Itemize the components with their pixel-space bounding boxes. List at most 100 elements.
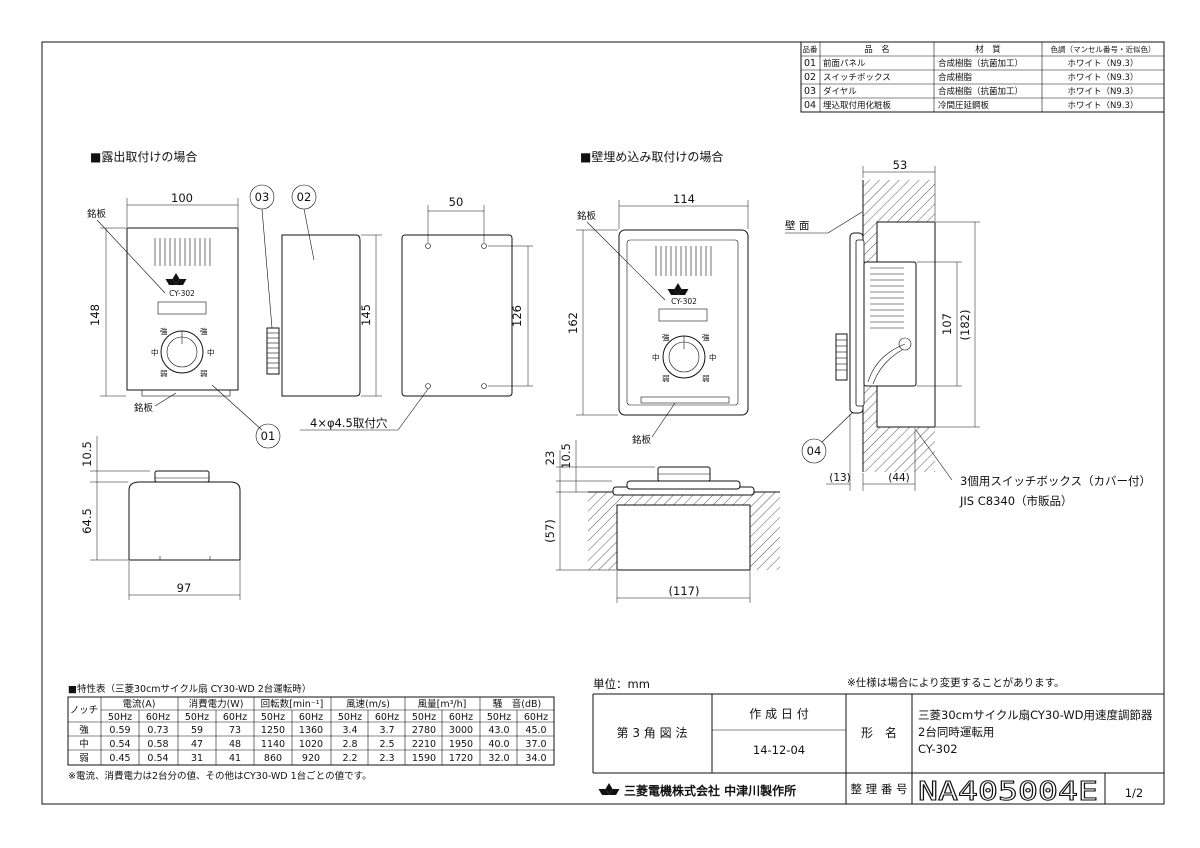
control-number: NA405004E (918, 777, 1098, 807)
spec-cell: 0.45 (109, 753, 130, 764)
spec-cell: 40.0 (488, 739, 509, 750)
dial-mark-medium: 中 (151, 347, 159, 357)
spec-cell: 32.0 (488, 753, 509, 764)
name-label: 形 名 (861, 725, 897, 740)
spec-freq-header: 60Hz (299, 712, 323, 723)
spec-freq-header: 50Hz (185, 712, 209, 723)
parts-row-name: スイッチボックス (823, 73, 891, 83)
spec-note: ※電流、消費電力は2台分の値、その他はCY30-WD 1台ごとの値です。 (68, 770, 372, 782)
spec-cell: 1020 (299, 739, 323, 750)
flush-side-section: 53 (182) 107 壁 面 04 (13) (44) 3個用スイッチボック… (785, 158, 1151, 508)
spec-group-header: 騒 音(dB) (493, 698, 541, 710)
dial-mark-weak: 弱 (200, 369, 208, 378)
parts-row-name: 埋込取付用化粧板 (823, 100, 892, 111)
flush-front-dims: 114 162 銘板 銘板 (566, 192, 749, 446)
spec-row-notch: 中 (79, 738, 89, 750)
device-model-label: CY-302 (169, 289, 195, 298)
spec-cell: 0.73 (147, 725, 168, 736)
spec-freq-header: 60Hz (146, 712, 170, 723)
spec-cell: 860 (264, 753, 282, 764)
wall-surface-label: 壁 面 (785, 219, 809, 232)
control-number-label: 整 理 番 号 (851, 782, 908, 796)
spec-group-header: 風量[m³/h] (418, 699, 467, 710)
parts-header-color: 色調（マンセル番号・近似色） (1051, 44, 1156, 54)
sheet-border (41, 41, 1165, 805)
spec-cell: 37.0 (525, 739, 546, 750)
dim-145: 145 (359, 304, 373, 326)
product-name-line1: 三菱30cmサイクル扇CY30-WD用速度調節器 (918, 708, 1153, 722)
projection-label: 第 3 角 図 法 (617, 726, 688, 740)
mitsubishi-logo-icon (165, 273, 187, 285)
product-name-line2: 2台同時運転用 (918, 725, 994, 739)
parts-row-material: 冷間圧延鋼板 (938, 100, 990, 111)
dim-107: 107 (940, 313, 954, 335)
spec-cell: 3.7 (379, 725, 394, 736)
dial-mark-medium: 中 (652, 352, 660, 362)
spec-freq-header: 50Hz (412, 712, 436, 723)
dial-mark-strong: 強 (702, 332, 710, 342)
spec-cell: 2.5 (379, 739, 394, 750)
mount-hole (425, 383, 431, 389)
parts-header-name: 品 名 (864, 44, 890, 55)
spec-cell: 2.2 (342, 753, 357, 764)
product-name-line3: CY-302 (918, 742, 958, 756)
spec-cell: 48 (229, 739, 241, 750)
spec-cell: 34.0 (525, 753, 546, 764)
creation-date: 14-12-04 (753, 743, 805, 757)
spec-notch-header: ノッチ (70, 705, 98, 716)
mitsubishi-logo-icon (598, 783, 620, 795)
dim-182: (182) (958, 310, 972, 341)
spec-freq-header: 60Hz (375, 712, 399, 723)
spec-freq-header: 50Hz (338, 712, 362, 723)
dim-10-5: 10.5 (80, 441, 94, 467)
parts-row-material: 合成樹脂（抗菌加工） (938, 86, 1023, 97)
unit-label: 単位：mm (593, 677, 650, 691)
section-flush-title: ■壁埋め込み取付けの場合 (580, 149, 723, 164)
mount-hole (481, 383, 487, 389)
page-number: 1/2 (1125, 786, 1144, 800)
spec-cell: 31 (191, 753, 203, 764)
spec-cell: 0.54 (109, 739, 130, 750)
spec-freq-header: 50Hz (487, 712, 511, 723)
parts-row-material: 合成樹脂 (938, 72, 973, 83)
dim-44: (44) (888, 472, 910, 484)
title-block: 単位：mm ※仕様は場合により変更することがあります。 第 3 角 図 法 作 … (592, 676, 1164, 808)
spec-cell: 59 (191, 725, 203, 736)
parts-row-no: 03 (804, 86, 816, 97)
parts-header-no: 品番 (803, 44, 818, 54)
spec-cell: 41 (229, 753, 241, 764)
dial-mark-strong: 強 (662, 332, 670, 342)
dial-mark-weak: 弱 (160, 369, 168, 378)
nameplate-label: 銘板 (134, 402, 154, 414)
dial-side-view: 03 (249, 184, 280, 375)
spec-cell: 1590 (412, 753, 436, 764)
callout-03-label: 03 (255, 190, 270, 204)
dim-117: (117) (669, 584, 700, 598)
surface-bottom-view: 10.5 64.5 97 (80, 436, 241, 600)
parts-row-name: ダイヤル (823, 86, 857, 97)
section-surface-title: ■露出取付けの場合 (90, 149, 197, 164)
mount-hole (425, 243, 431, 249)
spec-freq-header: 60Hz (524, 712, 548, 723)
dim-13: (13) (829, 472, 851, 484)
spec-cell: 920 (302, 753, 320, 764)
spec-cell: 2210 (412, 739, 436, 750)
parts-row-material: 合成樹脂（抗菌加工） (938, 58, 1023, 69)
parts-header-material: 材 質 (975, 44, 1001, 55)
parts-row-color: ホワイト（N9.3） (1068, 86, 1139, 97)
spec-freq-header: 50Hz (261, 712, 285, 723)
spec-table-title: ■特性表（三菱30cmサイクル扇 CY30-WD 2台運転時） (68, 683, 311, 695)
spec-freq-header: 60Hz (223, 712, 247, 723)
spec-cell: 3.4 (342, 725, 357, 736)
device-model-label: CY-302 (671, 297, 697, 306)
dial-mark-medium: 中 (207, 347, 215, 357)
spec-cell: 2.3 (379, 753, 394, 764)
flush-bottom-section: 10.5 23 (57) (117) (543, 440, 780, 603)
spec-cell: 45.0 (525, 725, 546, 736)
flush-front-view: CY-302 強 強 中 中 弱 弱 (618, 229, 749, 416)
mount-hole (481, 243, 487, 249)
dim-114: 114 (673, 192, 695, 206)
parts-row-color: ホワイト（N9.3） (1068, 72, 1139, 83)
callout-02-label: 02 (297, 190, 312, 204)
parts-table: 品番 品 名 材 質 色調（マンセル番号・近似色） 01 前面パネル 合成樹脂（… (800, 41, 1165, 113)
